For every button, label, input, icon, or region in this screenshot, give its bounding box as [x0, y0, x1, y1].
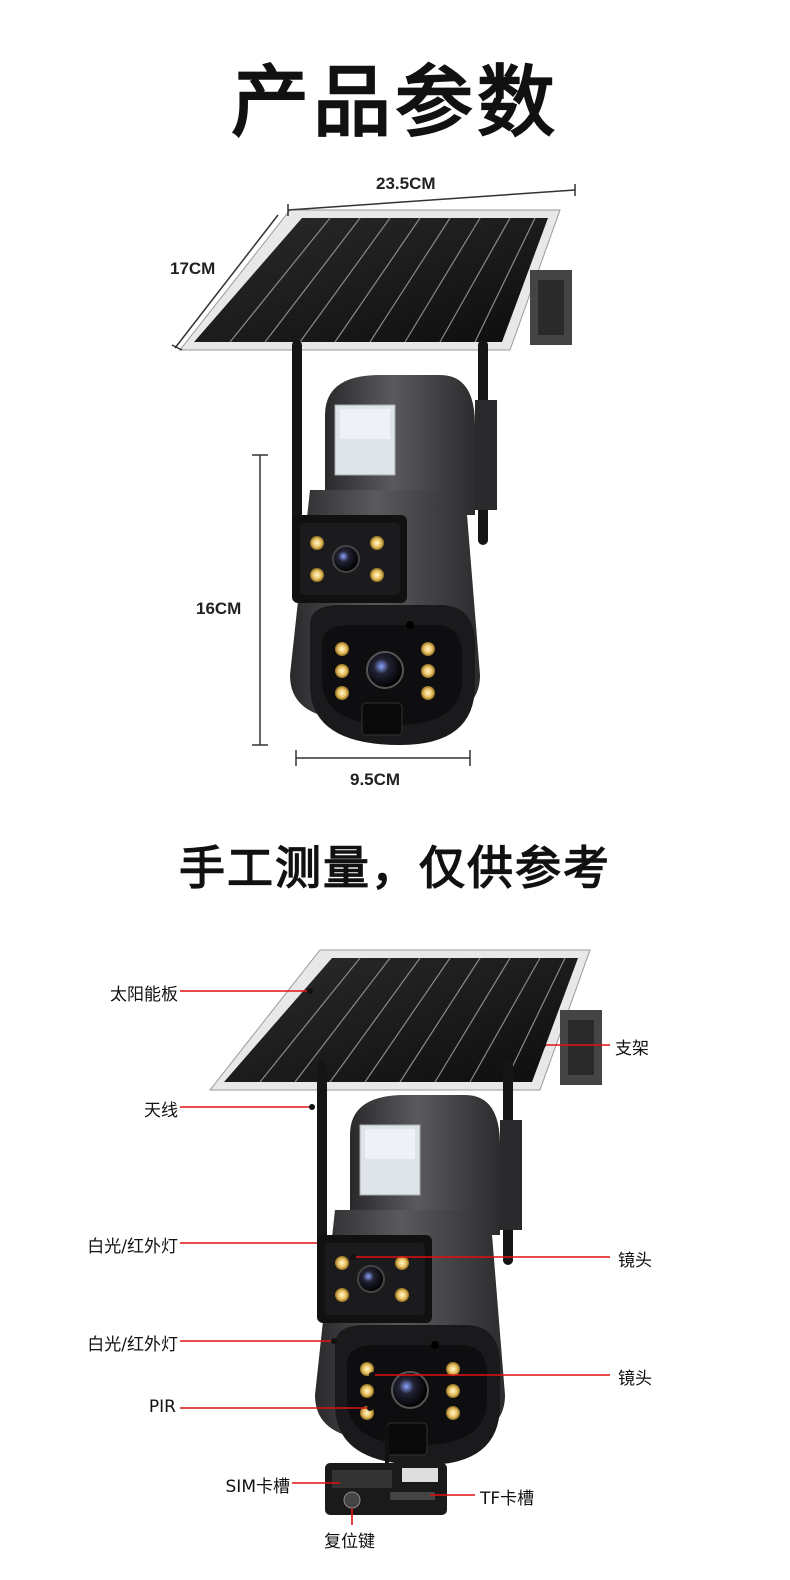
label-tf-slot: TF卡槽: [480, 1489, 535, 1509]
solar-panel-image-2: [209, 949, 603, 1091]
card-slot-tray: [325, 1425, 447, 1515]
camera-image-2: [314, 1059, 523, 1466]
camera-image: [289, 339, 498, 746]
label-upper-lens: 镜头: [618, 1251, 652, 1271]
label-lower-light: 白光/红外灯: [87, 1335, 178, 1355]
label-upper-light: 白光/红外灯: [87, 1237, 178, 1257]
label-sim-slot: SIM卡槽: [225, 1477, 290, 1497]
measurement-note: 手工测量，仅供参考: [179, 841, 611, 895]
solar-panel-image: [179, 209, 573, 351]
dim-camera-width: 9.5CM: [350, 770, 401, 789]
dim-panel-width: 23.5CM: [376, 174, 436, 193]
label-lower-lens: 镜头: [618, 1369, 652, 1389]
label-solar-panel: 太阳能板: [110, 985, 178, 1005]
callout-lines: [180, 990, 610, 1525]
label-bracket: 支架: [615, 1039, 649, 1059]
page-title: 产品参数: [230, 58, 559, 148]
label-pir: PIR: [148, 1397, 176, 1417]
dim-panel-depth: 17CM: [170, 259, 216, 278]
label-antenna: 天线: [144, 1101, 178, 1121]
dim-camera-height: 16CM: [196, 599, 242, 618]
label-reset-key: 复位键: [324, 1532, 375, 1552]
dimension-lines: [171, 184, 576, 766]
